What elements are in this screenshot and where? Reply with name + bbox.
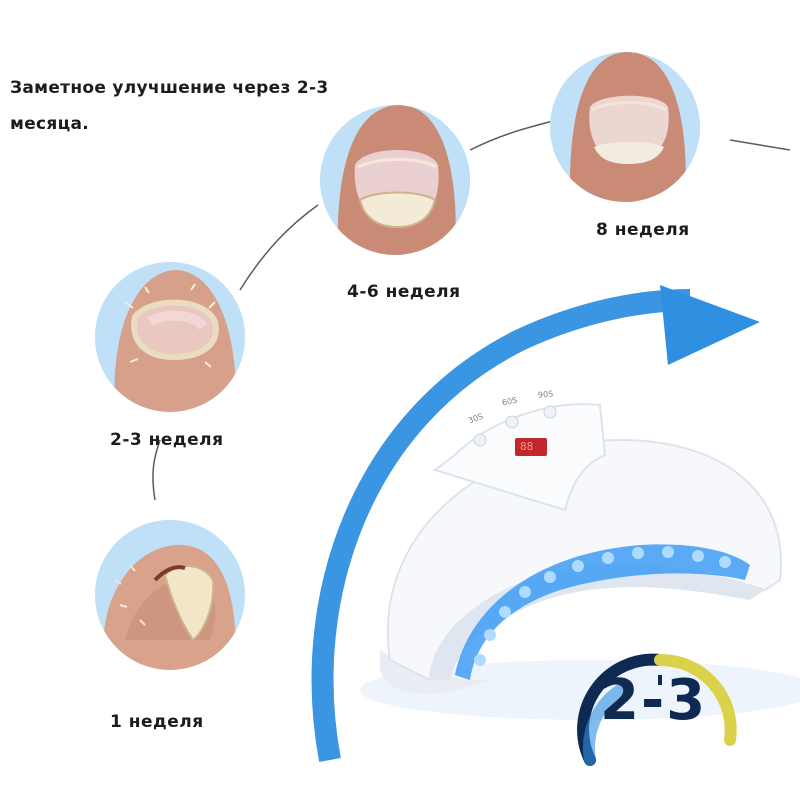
nail-week8-icon: [550, 52, 700, 202]
badge-text: 2-3: [600, 668, 708, 733]
led-dots: [474, 546, 731, 666]
headline-line-2: месяца.: [10, 114, 90, 134]
timeline-connector: [152, 114, 791, 501]
stage-week2-3-label: 2-3 неделя: [110, 430, 224, 450]
stage-week2-3-image: [95, 262, 245, 412]
lamp-button-90s[interactable]: 90S: [537, 389, 554, 400]
headline-line-1: Заметное улучшение через 2-3: [10, 78, 329, 98]
arrow-head-icon: [660, 285, 760, 365]
stage-week8-image: [550, 52, 700, 202]
nail-week4-6-icon: [320, 105, 470, 255]
nail-week2-3-icon: [95, 262, 245, 412]
lamp-timer-display: 88: [520, 440, 534, 453]
stage-week4-6-label: 4-6 неделя: [347, 282, 461, 302]
stage-week4-6-image: [320, 105, 470, 255]
stage-week1-image: [95, 520, 245, 670]
stage-week1-label: 1 неделя: [110, 712, 204, 732]
progress-arrow-arc: [311, 289, 691, 763]
nail-week1-icon: [95, 520, 245, 670]
stage-week8-label: 8 неделя: [596, 220, 690, 240]
clock-arc-icon: [577, 653, 737, 766]
headline: Заметное улучшение через 2-3 месяца.: [10, 70, 350, 142]
uv-lamp-icon: [380, 403, 782, 694]
